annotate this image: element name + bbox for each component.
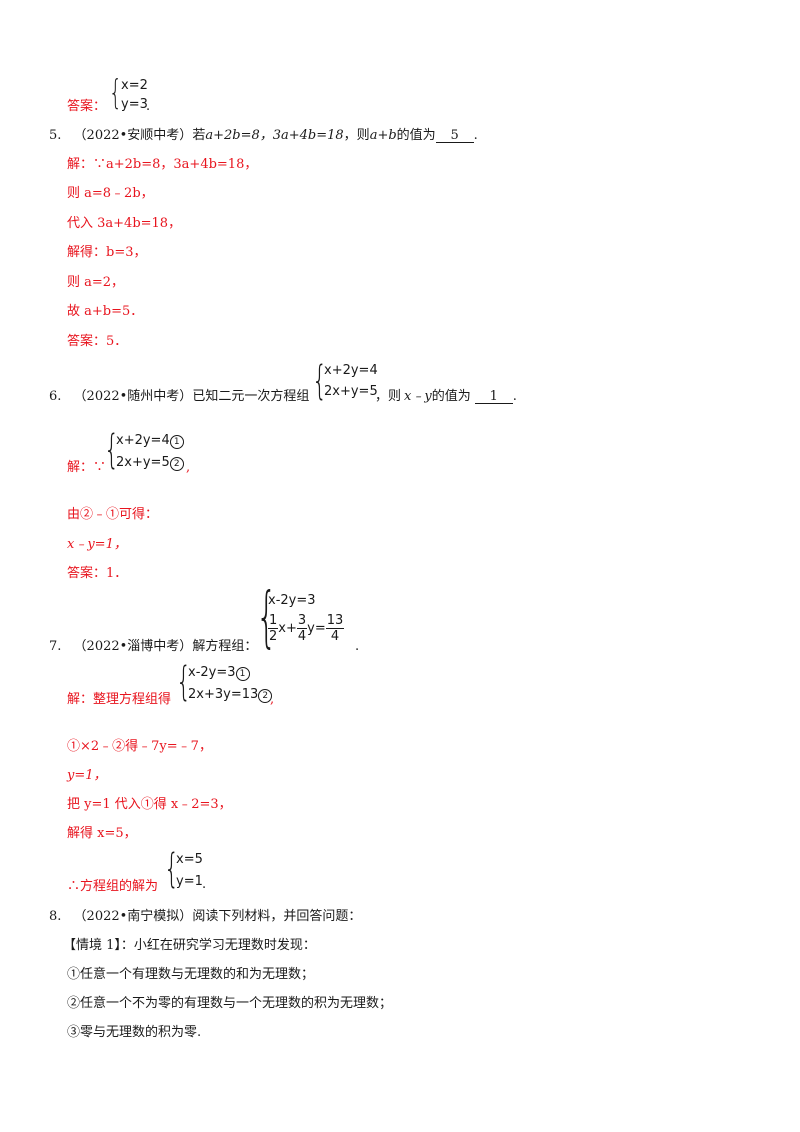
q8-source: （2022•南宁模拟） xyxy=(73,909,193,924)
q8-item-2: ②任意一个不为零的有理数与一个无理数的积为无理数； xyxy=(67,996,393,1011)
q5-stem-a: 若 xyxy=(192,128,206,143)
q7-source: （2022•淄博中考） xyxy=(73,639,193,654)
q8-stem: 8. （2022•南宁模拟）阅读下列材料，并回答问题： xyxy=(49,910,361,923)
q6-step-2: x﹣y=1， xyxy=(67,537,127,552)
q6-stem-b: ，则 xyxy=(375,389,402,404)
brace-icon: { xyxy=(104,427,120,473)
q6-stem-c: 的值为 xyxy=(431,389,471,404)
q8-context: 【情境 1】：小红在研究学习无理数时发现： xyxy=(63,938,316,953)
q7-step-2: y=1， xyxy=(67,768,107,783)
q7-system-eq1: x-2y=3 xyxy=(268,593,316,608)
system-eq2: y=3 xyxy=(121,97,148,112)
q6-sol-end: , xyxy=(186,460,191,475)
q6-step-1: 由②﹣①可得： xyxy=(67,507,159,522)
q6-system-eq2: 2x+y=5 xyxy=(324,384,378,399)
q5-sol-1: 解：∵a+2b=8，3a+4b=18， xyxy=(67,157,258,172)
q7-sol-end: , xyxy=(270,692,275,707)
q8-number: 8. xyxy=(49,909,62,924)
q5-sol-7: 答案：5． xyxy=(67,334,128,349)
circled-1-icon: 1 xyxy=(235,667,250,681)
brace-icon: { xyxy=(109,73,122,113)
q5-condition: a+2b=8，3a+4b=18 xyxy=(205,128,344,143)
q6-end: . xyxy=(512,389,517,404)
q7-sol-label: 解：整理方程组得 xyxy=(67,692,172,707)
system-end: . xyxy=(146,99,151,114)
q7-final-end: . xyxy=(202,877,207,892)
q6-stem-a: 已知二元一次方程组 xyxy=(192,389,310,404)
q7-final-eq1: x=5 xyxy=(176,852,203,867)
q7-step-1: ①×2﹣②得﹣7y=﹣7， xyxy=(67,739,212,754)
q5-stem-b: ，则 xyxy=(343,128,370,143)
q5-sol-6: 故 a+b=5． xyxy=(67,304,144,319)
q6-source: （2022•随州中考） xyxy=(73,389,193,404)
q5-source: （2022•安顺中考） xyxy=(73,128,193,143)
q6-target: x﹣y xyxy=(404,389,432,404)
q5-target: a+b xyxy=(369,128,397,143)
q7-stem-a: 解方程组： xyxy=(192,639,258,654)
q6-stem-start: 6. （2022•随州中考）已知二元一次方程组 xyxy=(49,390,309,403)
q5-end: . xyxy=(473,128,478,143)
circled-2-icon: 2 xyxy=(258,689,273,703)
q5-sol-4: 解得：b=3， xyxy=(67,245,147,260)
q8-item-3: ③零与无理数的积为零. xyxy=(67,1025,202,1040)
brace-icon: { xyxy=(164,846,180,892)
q5-answer-blank: 5 xyxy=(435,129,474,143)
q8-stem-text: 阅读下列材料，并回答问题： xyxy=(192,909,362,924)
circled-2-icon: 2 xyxy=(169,457,184,471)
q7-final-label: ∴方程组的解为 xyxy=(67,879,159,894)
q7-end: . xyxy=(355,639,360,654)
brace-icon: { xyxy=(176,659,192,705)
q6-system-eq1: x+2y=4 xyxy=(324,363,378,378)
brace-icon: { xyxy=(256,578,277,655)
system-eq1: x=2 xyxy=(121,78,148,93)
q5-number: 5. xyxy=(49,128,62,143)
q8-item-1: ①任意一个有理数与无理数的和为无理数； xyxy=(67,967,315,982)
q6-number: 6. xyxy=(49,389,62,404)
q7-stem: 7. （2022•淄博中考）解方程组： xyxy=(49,640,257,653)
answer-label: 答案： xyxy=(67,99,107,114)
brace-icon: { xyxy=(312,358,328,404)
q7-step-4: 解得 x=5， xyxy=(67,826,137,841)
q5-sol-2: 则 a=8﹣2b， xyxy=(67,186,154,201)
q6-answer-blank: 1 xyxy=(474,390,513,404)
q5-sol-3: 代入 3a+4b=18， xyxy=(67,216,182,231)
q6-sol-label: 解：∵ xyxy=(67,460,107,475)
q7-number: 7. xyxy=(49,639,62,654)
q7-final-eq2: y=1 xyxy=(176,874,203,889)
q6-answer: 答案：1． xyxy=(67,566,128,581)
q5-stem-c: 的值为 xyxy=(396,128,436,143)
q7-step-3: 把 y=1 代入①得 x﹣2=3， xyxy=(67,797,232,812)
q5-sol-5: 则 a=2， xyxy=(67,275,125,290)
circled-1-icon: 1 xyxy=(169,435,184,449)
